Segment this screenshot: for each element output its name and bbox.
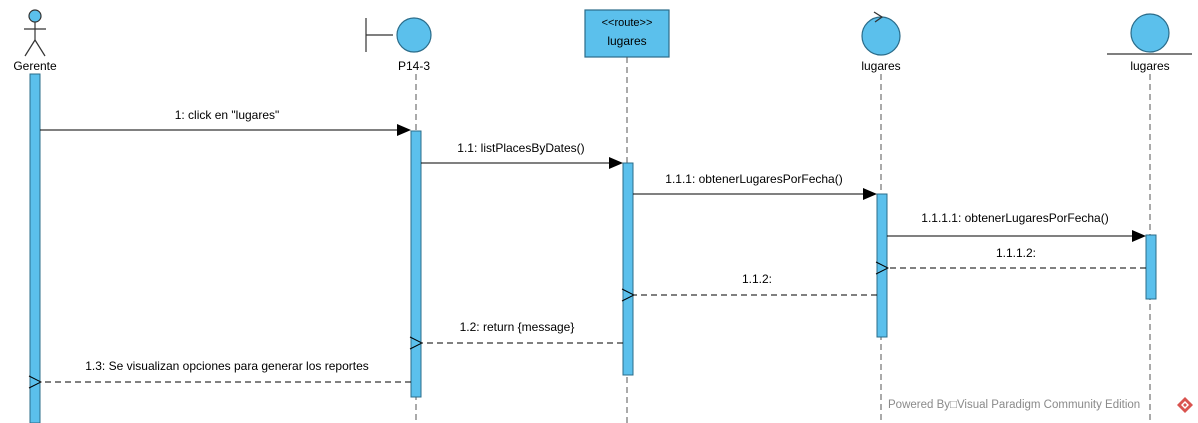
lifeline-control[interactable]: lugares [861, 11, 901, 423]
message-1-1-1[interactable]: 1.1.1: obtenerLugaresPorFecha() [633, 172, 877, 200]
lifeline-label-control: lugares [861, 59, 900, 73]
lifeline-label-route: lugares [607, 34, 646, 48]
message-label: 1.1.1: obtenerLugaresPorFecha() [665, 172, 842, 186]
activation-bar [622, 162, 634, 376]
lifeline-entity[interactable]: lugares [1107, 13, 1192, 423]
message-1-1-1-2[interactable]: 1.1.1.2: [888, 246, 1146, 268]
message-label: 1: click en "lugares" [175, 108, 280, 122]
lifeline-label-entity: lugares [1130, 59, 1169, 73]
control-icon [861, 11, 901, 56]
lifeline-route[interactable]: <<route>> lugares [584, 9, 670, 423]
message-1-2[interactable]: 1.2: return {message} [422, 320, 623, 343]
lifeline-p14[interactable]: P14-3 [365, 17, 432, 423]
lifeline-label-gerente: Gerente [13, 59, 57, 73]
watermark-text: Powered By□Visual Paradigm Community Edi… [888, 399, 1141, 411]
activation-bar [1145, 234, 1157, 300]
activation-bar [876, 193, 888, 338]
route-stereotype: <<route>> [602, 17, 653, 29]
visual-paradigm-logo-icon [1177, 397, 1193, 413]
message-label: 1.1.2: [742, 272, 772, 286]
message-1-1-2[interactable]: 1.1.2: [634, 272, 877, 295]
message-1-1-1-1[interactable]: 1.1.1.1: obtenerLugaresPorFecha() [887, 211, 1146, 242]
lifeline-label-p14: P14-3 [398, 59, 430, 73]
message-label: 1.3: Se visualizan opciones para generar… [85, 359, 369, 373]
message-label: 1.1.1.2: [996, 246, 1036, 260]
message-1-3[interactable]: 1.3: Se visualizan opciones para generar… [41, 359, 411, 382]
entity-icon [1107, 13, 1192, 55]
actor-icon [24, 9, 46, 57]
message-1-1[interactable]: 1.1: listPlacesByDates() [421, 141, 623, 169]
activation-bar [29, 73, 41, 423]
lifeline-gerente[interactable]: Gerente [13, 9, 57, 423]
message-1[interactable]: 1: click en "lugares" [40, 108, 411, 136]
message-label: 1.1.1.1: obtenerLugaresPorFecha() [921, 211, 1108, 225]
route-box [584, 9, 670, 58]
activation-bar [410, 130, 422, 398]
message-label: 1.2: return {message} [460, 320, 575, 334]
message-label: 1.1: listPlacesByDates() [457, 141, 584, 155]
boundary-icon [365, 17, 432, 53]
